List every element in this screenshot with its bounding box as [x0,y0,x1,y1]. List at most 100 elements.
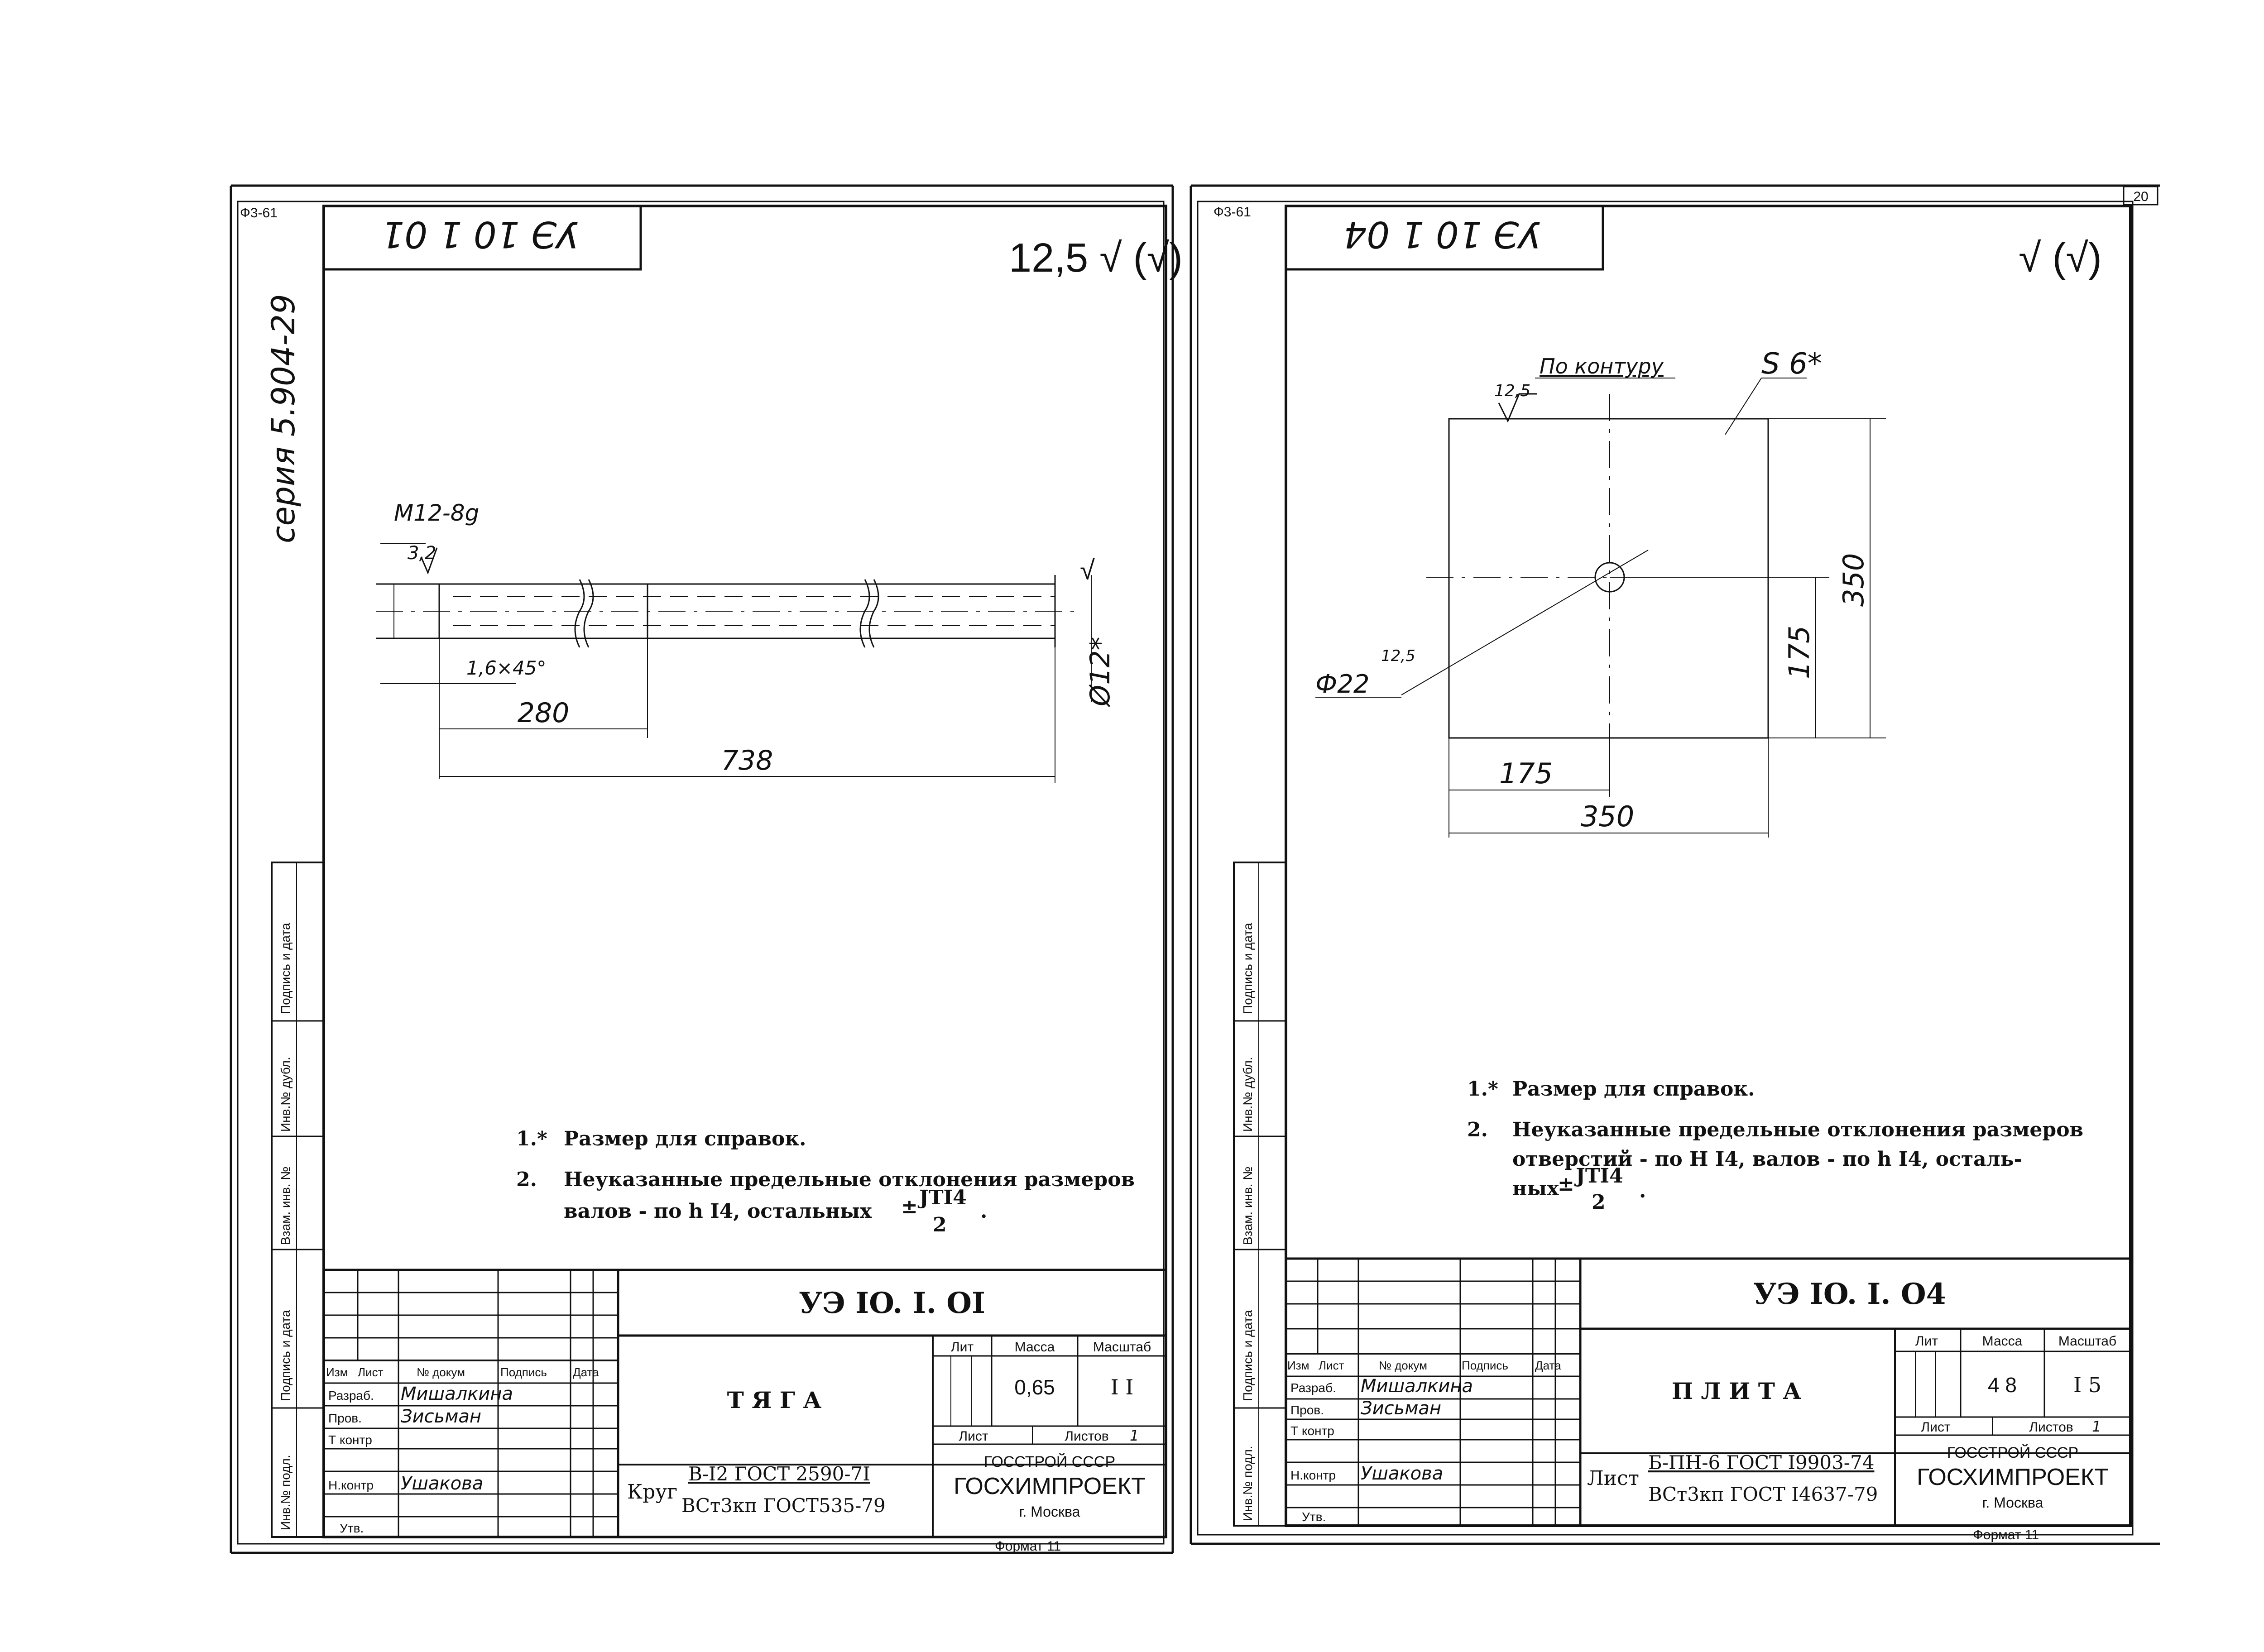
sheets-label: Листов [2029,1420,2073,1435]
roles: Разраб. Пров. Т контр Н.контр Утв. [328,1389,374,1535]
dim-175-vertical: 175 [1783,626,1816,679]
note-2-tol-sign: ± [1558,1173,1574,1196]
thickness-label: S 6* [1761,347,1822,381]
role-norm-control: Н.контр [1290,1468,1336,1482]
side-label-sign-date-2: Подпись и дата [1241,1310,1255,1401]
scale-label: Масштаб [2058,1334,2116,1349]
break-mark-2 [859,579,870,648]
dim-350-horizontal: 350 [1581,800,1634,833]
series-label: серия 5.904-29 [265,294,302,543]
title-block-right [1285,1257,2132,1527]
note-1-text: Размер для справок. [564,1127,806,1150]
note-2-line-2: валов - по h I4, остальных [564,1200,872,1223]
sheet-label: Лист [959,1429,988,1444]
scale-label: Масштаб [1093,1340,1151,1355]
notes: 1.* Размер для справок. 2. Неуказанные п… [516,1127,1135,1236]
dim-175-horizontal: 175 [1499,757,1553,790]
note-2-line-1: Неуказанные предельные отклонения размер… [564,1168,1135,1191]
name-developer: Мишалкина [1361,1376,1473,1397]
side-label-sign-date-2: Подпись и дата [278,1310,293,1401]
stamp-box [322,205,642,271]
page-number-box [2123,186,2158,206]
lit-label: Лит [951,1340,974,1355]
format-label: Формат 11 [1973,1528,2039,1542]
role-developer: Разраб. [1290,1381,1336,1395]
note-2-line-3: ных [1512,1177,1559,1200]
side-strip [271,862,325,1538]
dim-280: 280 [518,697,570,729]
sheet-left-text: Ф3-61 УЭ 10 1 01 12,5 √ (√) серия 5.904-… [240,206,1183,1554]
names-right: Мишалкина Зисьман Ушакова [1361,1376,1473,1484]
org-line-3: г. Москва [1982,1494,2043,1511]
part-name: Т Я Г А [727,1387,822,1413]
material-top: В-I2 ГОСТ 2590-7I [688,1463,870,1485]
stamp-inverted: УЭ 10 1 04 [1343,213,1540,255]
side-labels-right: Подпись и дата Инв.№ дубл. Взам. инв. № … [1241,923,1255,1521]
note-2-line-2: отверстий - по Н I4, валов - по h I4, ос… [1512,1148,2022,1171]
trim-frame-right [1197,201,2134,1536]
names: Мишалкина Зисьман Ушакова [401,1384,513,1494]
org-line-1: ГОССТРОЙ СССР [984,1453,1115,1470]
page-number: 20 [2133,189,2148,204]
org-line-2: ГОСХИМПРОЕКТ [954,1473,1146,1499]
material-top: Б-ПН-6 ГОСТ I9903-74 [1648,1451,1874,1474]
role-norm-control: Н.контр [328,1478,374,1492]
side-label-inv-orig: Инв.№ подл. [1241,1446,1255,1521]
format-label: Формат 11 [995,1539,1061,1554]
header-sign: Подпись [1462,1359,1508,1372]
plate-outline [1448,418,1769,739]
end-roughness-mark: √ [1080,555,1095,585]
name-norm-control: Ушакова [401,1473,483,1494]
header-date: Дата [1535,1359,1561,1372]
break-mark-1 [574,579,585,648]
name-checker: Зисьман [401,1406,481,1427]
org-line-2: ГОСХИМПРОЕКТ [1917,1464,2109,1490]
dim-diameter: Ø12* [1084,637,1116,708]
roughness-mark: 12,5 √ (√) [1009,235,1183,281]
dim-350-vertical: 350 [1837,553,1870,607]
mass-label: Масса [1982,1334,2023,1349]
thread-label: M12-8g [394,500,479,526]
header-izm: Изм [1287,1359,1309,1372]
lit-label: Лит [1915,1334,1938,1349]
side-label-sign-date-1: Подпись и дата [1241,923,1255,1014]
note-2-tol-end: . [980,1200,987,1223]
org-line-1: ГОССТРОЙ СССР [1947,1444,2078,1461]
revision-headers-right: Изм Лист № докум Подпись Дата [1287,1359,1561,1372]
role-checker: Пров. [328,1411,362,1425]
side-label-inv-dup: Инв.№ дубл. [1241,1057,1255,1132]
side-label-replace: Взам. инв. № [1241,1167,1255,1245]
header-sign: Подпись [500,1365,547,1379]
revision-headers: Изм Лист № докум Подпись Дата [326,1365,599,1379]
mass-label: Масса [1015,1340,1055,1355]
role-developer: Разраб. [328,1389,374,1403]
note-2-number: 2. [1467,1118,1488,1141]
sheet-label: Лист [1921,1420,1950,1435]
note-2-tol-den: 2 [933,1213,947,1236]
dim-738: 738 [721,745,773,776]
side-labels: Подпись и дата Инв.№ дубл. Взам. инв. № … [278,923,293,1530]
mass-value: 4 8 [1988,1373,2017,1397]
side-label-inv-dup: Инв.№ дубл. [278,1057,293,1132]
sheet-left [230,184,1174,1554]
name-checker: Зисьман [1361,1398,1441,1419]
note-2-tol-den: 2 [1592,1191,1606,1214]
corner-label: Ф3-61 [1214,205,1251,220]
note-1-text: Размер для справок. [1512,1077,1755,1101]
note-2-tol-num: JTI4 [1574,1164,1623,1188]
note-2-tol-end: . [1639,1179,1646,1202]
sheet-right [1190,184,2160,1545]
chamfer-roughness: 3,2 [408,543,436,564]
roughness-mark: √ (√) [2019,235,2102,281]
role-approved: Утв. [1302,1510,1326,1524]
side-label-replace: Взам. инв. № [278,1167,293,1245]
sheets-count: 1 [2092,1418,2101,1435]
header-doc: № докум [417,1365,465,1379]
role-tech-control: Т контр [1290,1424,1334,1438]
trim-frame [237,201,1165,1545]
contour-label: По контуру [1540,354,1664,378]
stamp-box-right [1285,205,1604,271]
material-prefix: Лист [1587,1467,1639,1490]
